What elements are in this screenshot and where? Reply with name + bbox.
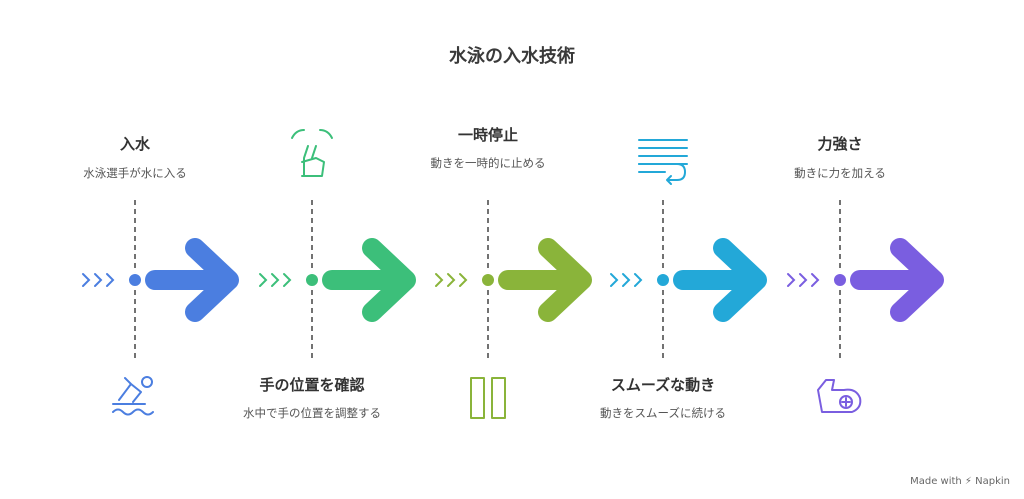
diver-icon [112,376,154,416]
chevron-icon [447,273,456,287]
hand-gesture-icon [291,129,333,177]
stage-title: 一時停止 [457,126,518,144]
stage-5 [787,200,944,413]
chevron-icon [283,273,292,287]
chevron-icon [94,273,103,287]
stage-4 [610,139,767,362]
chevron-icon [259,273,268,287]
chevron-icon [622,273,631,287]
stage-dot [655,272,671,288]
stage-3 [435,200,592,419]
stage-description: 動きを一時的に止める [430,156,546,170]
arrow-icon [498,238,592,322]
stage-description: 動きをスムーズに続ける [600,406,726,420]
stage-title: 力強さ [817,135,863,153]
chevron-icon [799,273,808,287]
pause-icon [470,377,506,419]
stage-dot [304,272,320,288]
stage-description: 水泳選手が水に入る [83,166,187,180]
stage-description: 動きに力を加える [794,166,886,180]
stage-dot [127,272,143,288]
stage-dot [480,272,496,288]
wrap-lines-icon [638,139,688,185]
chevron-icon [610,273,619,287]
stage-dot [832,272,848,288]
flexed-arm-icon [817,379,862,413]
stage-2 [259,129,416,362]
stage-title: 入水 [119,135,150,153]
chevron-icon [82,273,91,287]
stage-description: 水中で手の位置を調整する [243,406,381,420]
diagram-title: 水泳の入水技術 [449,46,575,67]
napkin-credit: Made with ⚡ Napkin [910,476,1010,487]
arrow-icon [850,238,944,322]
arrow-icon [322,238,416,322]
chevron-icon [435,273,444,287]
chevron-icon [634,273,643,287]
chevron-icon [787,273,796,287]
arrow-icon [673,238,767,322]
stage-title: 手の位置を確認 [259,376,365,394]
stage-1 [82,200,239,416]
chevron-icon [271,273,280,287]
chevron-icon [459,273,468,287]
arrow-icon [145,238,239,322]
chevron-icon [106,273,115,287]
chevron-icon [811,273,820,287]
stage-title: スムーズな動き [610,376,716,394]
